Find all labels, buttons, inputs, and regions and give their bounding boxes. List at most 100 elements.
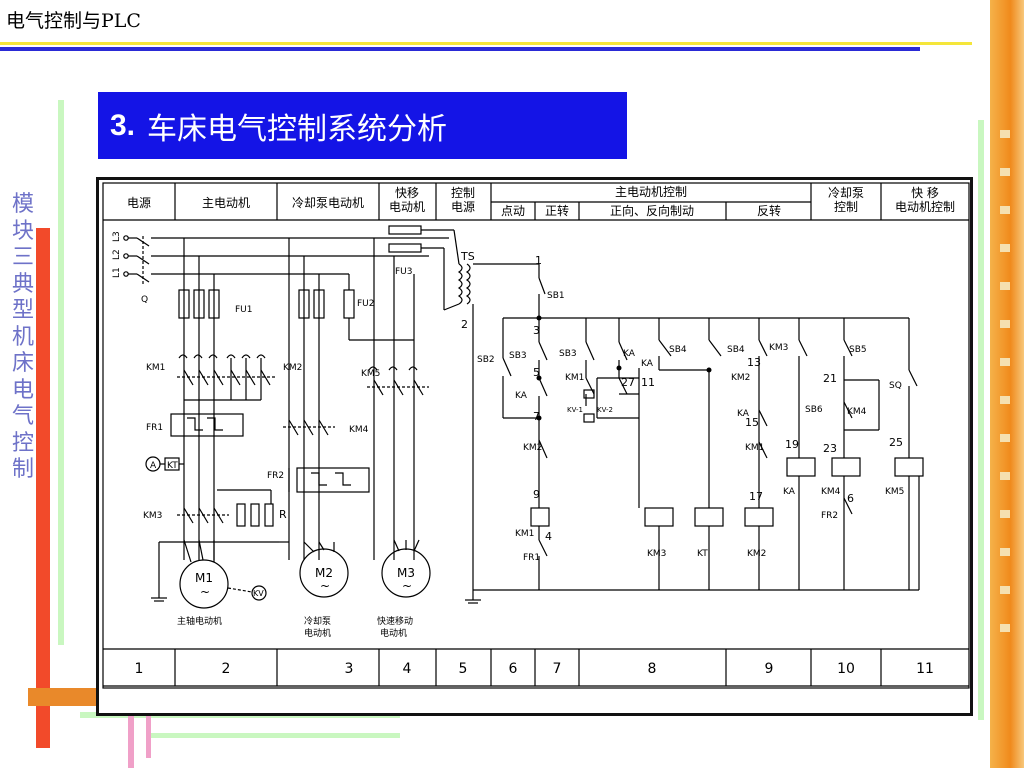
label-node-7: 7 [533, 410, 540, 423]
footer-col-11: 11 [916, 661, 934, 677]
footer-col-9: 9 [765, 661, 774, 677]
label-fr2: FR2 [267, 471, 284, 481]
label-m1-name: 主轴电动机 [177, 615, 222, 627]
label-node-21: 21 [823, 372, 837, 385]
diagram-header-row: 电源 主电动机 冷却泵电动机 快移电动机 控制电源 主电动机控制 点动 正转 正… [127, 185, 955, 218]
label-sb4b: SB4 [727, 345, 745, 355]
label-node-6: 6 [847, 492, 854, 505]
label-kt-relay: KT [167, 461, 178, 471]
header-rapid-control: 快 移电动机控制 [895, 186, 955, 214]
label-node-27: 27 [621, 376, 635, 389]
label-node-15: 15 [745, 416, 759, 429]
label-km2-coil: KM2 [747, 549, 766, 559]
header-reverse: 反转 [757, 203, 781, 218]
decor-stroke-pink-2 [146, 712, 151, 758]
label-km1-coil: KM1 [515, 529, 534, 539]
label-km5-coil: KM5 [885, 487, 904, 497]
label-sb2: SB2 [477, 355, 495, 365]
header-braking: 正向、反向制动 [610, 203, 694, 218]
label-node-25: 25 [889, 436, 903, 449]
label-km1-contact-2: KM1 [745, 443, 764, 453]
decor-stroke-green-h2 [150, 733, 400, 738]
label-kv1: KV-1 [567, 406, 583, 414]
header-coolant-motor: 冷却泵电动机 [292, 196, 364, 210]
label-sb5: SB5 [849, 345, 867, 355]
label-m2-tilde: ~ [320, 579, 330, 593]
header-rule-yellow [0, 42, 972, 45]
label-fu2: FU2 [357, 299, 375, 309]
label-ts: TS [460, 250, 475, 263]
header-coolant-control: 冷却泵控制 [828, 186, 864, 214]
label-sb6: SB6 [805, 405, 823, 415]
junction-dots [536, 315, 712, 421]
label-fr1-contact: FR1 [523, 553, 540, 563]
header-main-motor: 主电动机 [202, 196, 250, 210]
section-title: 车床电气控制系统分析 [147, 111, 448, 147]
label-node-19: 19 [785, 438, 799, 451]
header-main-motor-control: 主电动机控制 [615, 185, 687, 199]
label-km2-main: KM2 [283, 363, 302, 373]
label-m1-tilde: ~ [200, 585, 210, 599]
diagram-frame [102, 182, 970, 689]
label-sb1: SB1 [547, 291, 565, 301]
label-kv: KV [253, 589, 264, 598]
label-m3-name-2: 电动机 [380, 627, 407, 639]
label-r: R [279, 508, 287, 521]
control-circuit-wiring [502, 264, 924, 590]
slide-header-title: 电气控制与PLC [6, 10, 141, 32]
component-labels: L3 L2 L1 Q FU1 FU2 FU3 TS 2 KM1 KM2 KM5 … [112, 231, 904, 639]
decor-stroke-pink [128, 712, 134, 768]
label-ka-coil: KA [783, 487, 796, 497]
label-sb3: SB3 [509, 351, 527, 361]
footer-col-8: 8 [648, 661, 657, 677]
header-rule-blue [0, 47, 920, 51]
label-kv2: KV-2 [597, 406, 613, 414]
label-kt-coil: KT [697, 549, 708, 559]
footer-col-7: 7 [553, 661, 562, 677]
label-m2: M2 [315, 566, 333, 580]
label-l1: L1 [112, 267, 122, 278]
label-sb4: SB4 [669, 345, 687, 355]
label-m3: M3 [397, 566, 415, 580]
diagram-footer-row: 1 2 3 4 5 6 7 8 9 10 11 [135, 661, 934, 677]
label-node-17: 17 [749, 490, 763, 503]
section-title-banner: 3. 车床电气控制系统分析 [98, 92, 627, 159]
label-km1-main: KM1 [146, 363, 165, 373]
label-fr1: FR1 [146, 423, 163, 433]
label-fr2-contact: FR2 [821, 511, 838, 521]
label-fu1: FU1 [235, 305, 253, 315]
label-km4-contact: KM4 [847, 407, 867, 417]
label-ka-contact-2: KA [623, 349, 636, 359]
label-q: Q [141, 295, 148, 305]
label-node-23: 23 [823, 442, 837, 455]
label-sq: SQ [889, 381, 902, 391]
footer-col-2: 2 [222, 661, 231, 677]
label-m2-name-1: 冷却泵 [304, 615, 331, 627]
label-ka-contact-1: KA [515, 391, 528, 401]
label-ka-contact-3: KA [641, 359, 654, 369]
label-node-9: 9 [533, 488, 540, 501]
label-km4-coil: KM4 [821, 487, 841, 497]
decor-stroke-orange [28, 688, 100, 706]
decor-stroke-green-right [978, 120, 984, 720]
header-rapid-motor: 快移电动机 [389, 186, 425, 214]
header-forward: 正转 [545, 203, 569, 218]
label-sb3b: SB3 [559, 349, 577, 359]
decor-stroke-green [58, 100, 64, 645]
label-node-13: 13 [747, 356, 761, 369]
label-node-3: 3 [533, 324, 540, 337]
label-km4-main: KM4 [349, 425, 369, 435]
label-ka-contact-4: KA [737, 409, 750, 419]
label-ammeter: A [150, 461, 157, 471]
header-inching: 点动 [501, 204, 525, 218]
label-km1-contact: KM1 [565, 373, 584, 383]
label-l3: L3 [112, 231, 122, 242]
label-fu3: FU3 [395, 267, 413, 277]
module-side-label: 模块三 典型机床电气控制 [11, 192, 34, 482]
label-l2: L2 [112, 249, 122, 260]
label-m1: M1 [195, 571, 213, 585]
label-node-4: 4 [545, 530, 552, 543]
main-circuit-wiring [123, 225, 919, 609]
label-km2-contact-2: KM2 [731, 373, 750, 383]
footer-col-5: 5 [459, 661, 468, 677]
